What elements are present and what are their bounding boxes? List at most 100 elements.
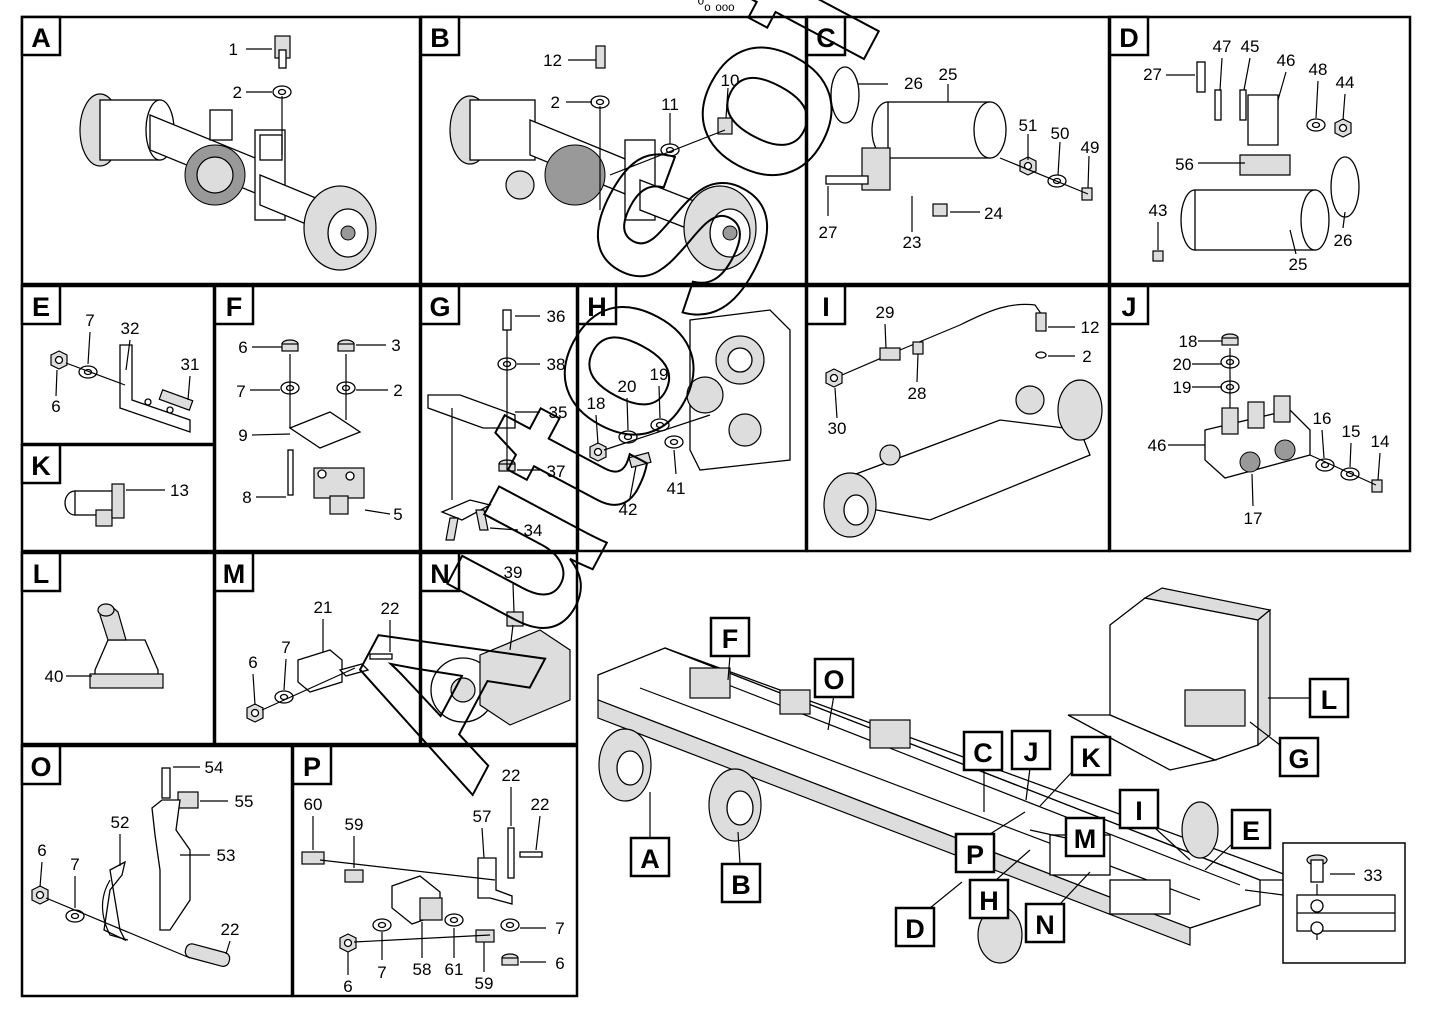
svg-text:55: 55 [235, 792, 254, 811]
truck-overview [597, 587, 1301, 964]
badge-g: G [419, 284, 461, 326]
panel-badges: A B C D E F G H I J K L M N O P [20, 15, 1150, 786]
svg-text:32: 32 [121, 319, 140, 338]
panel-j-drawing [1204, 333, 1383, 493]
panel-a-callouts: 1 2 [229, 40, 272, 102]
panel-c-drawing [825, 66, 1093, 217]
panel-b-drawing [449, 45, 757, 271]
svg-text:8: 8 [242, 488, 251, 507]
svg-text:27: 27 [1143, 65, 1162, 84]
svg-text:22: 22 [221, 920, 240, 939]
badge-n: N [419, 551, 461, 593]
panel-h-drawing [589, 309, 791, 471]
panel-d-callouts: 27 47 45 46 48 44 56 43 25 26 [1143, 37, 1354, 274]
svg-text:28: 28 [908, 384, 927, 403]
badge-h: H [576, 284, 618, 326]
svg-text:59: 59 [475, 974, 494, 993]
svg-text:30: 30 [828, 419, 847, 438]
svg-text:47: 47 [1213, 37, 1232, 56]
panel-e-callouts: 7 32 31 6 [51, 311, 199, 416]
svg-text:O: O [30, 752, 51, 782]
svg-text:J: J [1121, 292, 1136, 322]
svg-text:25: 25 [939, 65, 958, 84]
svg-text:40: 40 [45, 667, 64, 686]
overview-badge-d: D [894, 881, 963, 948]
svg-text:O: O [823, 665, 844, 695]
svg-text:35: 35 [549, 403, 568, 422]
svg-text:D: D [905, 914, 925, 944]
overview-badge-n: N [1024, 871, 1091, 944]
panel-f-callouts: 6 3 7 2 9 8 5 [236, 336, 402, 524]
badge-k: K [20, 443, 62, 485]
svg-text:48: 48 [1309, 60, 1328, 79]
panel-o-callouts: 54 55 52 53 6 7 22 [37, 758, 254, 955]
svg-text:14: 14 [1371, 432, 1390, 451]
badge-b: B [419, 15, 461, 57]
overview-badges: F O L G J C K I E M P A B H D N [629, 616, 1350, 948]
svg-text:38: 38 [547, 355, 566, 374]
svg-text:K: K [31, 451, 51, 481]
svg-text:7: 7 [85, 311, 94, 330]
svg-text:K: K [1081, 743, 1101, 773]
panel-o-drawing [31, 767, 231, 967]
svg-text:6: 6 [555, 954, 564, 973]
svg-text:33: 33 [1364, 866, 1383, 885]
svg-text:P: P [303, 752, 321, 782]
svg-text:7: 7 [70, 855, 79, 874]
svg-text:46: 46 [1148, 436, 1167, 455]
svg-text:G: G [429, 292, 450, 322]
overview-badge-e: E [1204, 808, 1272, 871]
badge-o: O [20, 744, 62, 786]
svg-text:12: 12 [543, 51, 562, 70]
badge-d: D [1108, 15, 1150, 57]
svg-text:D: D [1119, 23, 1139, 53]
svg-text:31: 31 [181, 355, 200, 374]
svg-text:2: 2 [233, 83, 242, 102]
svg-text:7: 7 [236, 382, 245, 401]
svg-text:56: 56 [1175, 155, 1194, 174]
panel-m-callouts: 21 22 6 7 [248, 598, 399, 706]
svg-text:54: 54 [205, 758, 224, 777]
panel-i-callouts: 29 12 2 28 30 [828, 303, 1100, 438]
panel-l-drawing [89, 603, 164, 689]
svg-text:H: H [979, 886, 999, 916]
svg-text:1: 1 [229, 40, 238, 59]
svg-text:20: 20 [1173, 355, 1192, 374]
svg-text:19: 19 [650, 365, 669, 384]
svg-text:17: 17 [1244, 509, 1263, 528]
panel-e-drawing [50, 344, 194, 433]
svg-text:26: 26 [1334, 231, 1353, 250]
svg-text:C: C [973, 738, 993, 768]
svg-text:9: 9 [238, 426, 247, 445]
svg-text:2: 2 [551, 93, 560, 112]
svg-text:13: 13 [170, 481, 189, 500]
overview-badge-i: I [1118, 788, 1191, 861]
svg-text:F: F [226, 292, 243, 322]
svg-text:37: 37 [547, 462, 566, 481]
svg-text:42: 42 [619, 500, 638, 519]
svg-text:I: I [822, 292, 830, 322]
badge-f: F [213, 284, 255, 326]
panel-h-callouts: 20 19 18 42 41 [587, 365, 686, 519]
svg-text:L: L [1321, 685, 1338, 715]
svg-text:6: 6 [51, 397, 60, 416]
panel-frames [20, 15, 1412, 998]
panel-i-drawing [823, 303, 1103, 538]
svg-text:34: 34 [524, 521, 543, 540]
detail-inset: 33 [1244, 842, 1406, 964]
svg-text:3: 3 [391, 336, 400, 355]
panel-p-drawing [301, 827, 543, 966]
svg-text:26: 26 [904, 74, 923, 93]
svg-text:2: 2 [1082, 347, 1091, 366]
svg-text:53: 53 [217, 846, 236, 865]
svg-text:39: 39 [504, 563, 523, 582]
badge-c: C [805, 15, 847, 57]
svg-text:19: 19 [1173, 378, 1192, 397]
svg-text:59: 59 [345, 815, 364, 834]
panel-d-drawing [1152, 61, 1360, 262]
svg-text:M: M [1074, 824, 1097, 854]
badge-m: M [213, 551, 255, 593]
svg-text:61: 61 [445, 960, 464, 979]
svg-text:C: C [816, 23, 836, 53]
